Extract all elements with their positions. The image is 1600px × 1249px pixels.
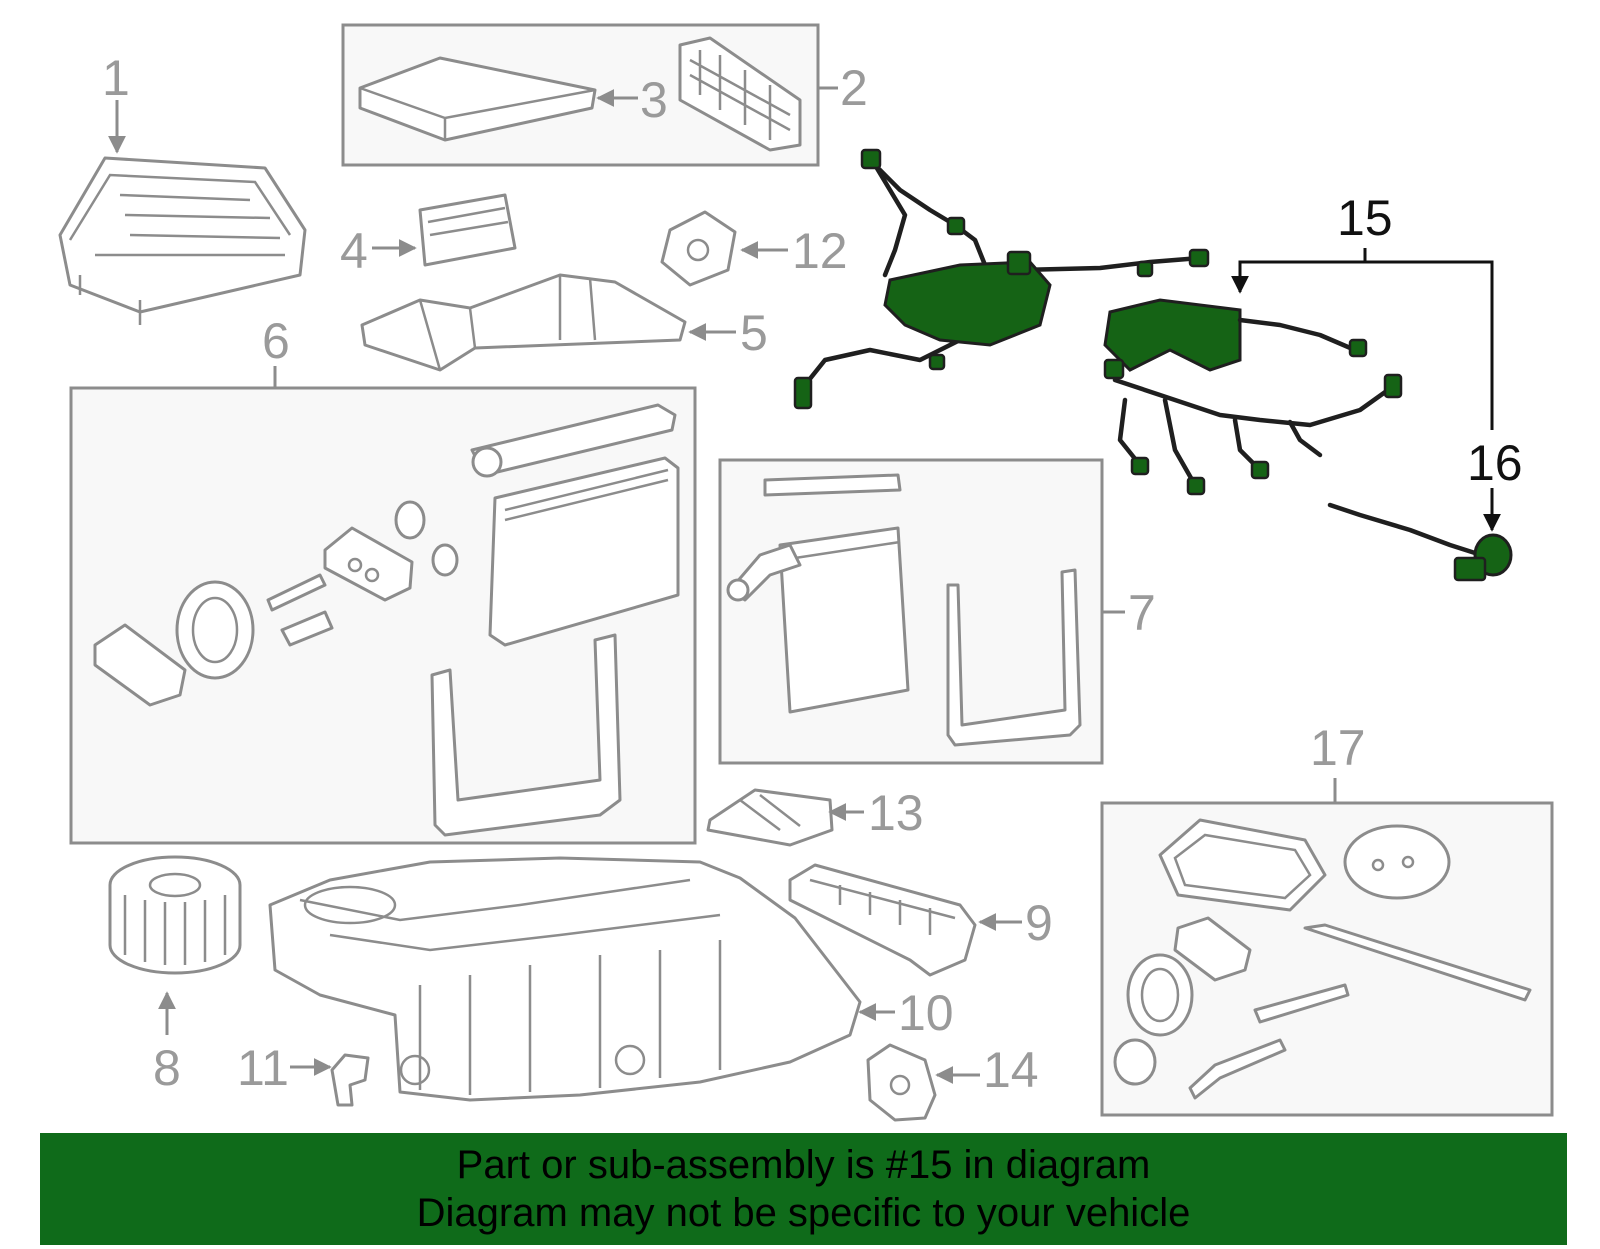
part-5-duct[interactable]	[360, 273, 687, 372]
part-6-gasket[interactable]	[430, 633, 622, 837]
callout-12: 12	[792, 223, 848, 279]
callout-1: 1	[102, 50, 130, 106]
callout-4: 4	[340, 223, 368, 279]
notice-banner: Part or sub-assembly is #15 in diagram D…	[40, 1133, 1567, 1245]
part-17-seal-kit[interactable]	[1113, 818, 1532, 1100]
part-10-hvac-case[interactable]	[268, 856, 862, 1102]
callout-5: 5	[740, 305, 768, 361]
part-6-seals[interactable]	[93, 500, 459, 707]
callout-9: 9	[1025, 895, 1053, 951]
part-14-actuator[interactable]	[866, 1043, 937, 1122]
banner-line-1: Part or sub-assembly is #15 in diagram	[456, 1143, 1151, 1187]
part-12-actuator[interactable]	[660, 210, 737, 287]
callout-16: 16	[1467, 435, 1523, 491]
part-15-wiring-harness[interactable]	[793, 148, 1403, 496]
banner-line-2: Diagram may not be specific to your vehi…	[416, 1191, 1191, 1235]
part-6-expansion-valve[interactable]	[323, 526, 414, 602]
callout-17: 17	[1310, 720, 1366, 776]
callout-8: 8	[153, 1040, 181, 1096]
leader-15	[1231, 248, 1367, 294]
part-1-blower-housing[interactable]	[58, 156, 307, 325]
part-7-heater-core[interactable]	[726, 473, 910, 714]
callout-14: 14	[983, 1042, 1039, 1098]
callout-2: 2	[840, 60, 868, 116]
part-11-drain-hose[interactable]	[330, 1053, 370, 1107]
part-16-sensor[interactable]	[1327, 502, 1513, 582]
part-2-filter-door[interactable]	[678, 36, 802, 152]
part-6-evaporator-core[interactable]	[488, 456, 680, 647]
callout-6: 6	[262, 313, 290, 369]
part-9-duct[interactable]	[788, 863, 977, 977]
part-13-module[interactable]	[706, 788, 834, 847]
part-3-cabin-filter[interactable]	[358, 56, 597, 142]
leader-15-b	[1365, 260, 1494, 430]
callout-13: 13	[868, 785, 924, 841]
callout-7: 7	[1128, 585, 1156, 641]
callout-15: 15	[1337, 190, 1393, 246]
part-6-evaporator-tube[interactable]	[470, 403, 677, 478]
callout-10: 10	[898, 985, 954, 1041]
callout-11: 11	[237, 1040, 289, 1096]
part-8-blower-motor[interactable]	[108, 855, 242, 975]
callout-3: 3	[640, 72, 668, 128]
part-4-control-module[interactable]	[418, 193, 517, 267]
part-7-gasket[interactable]	[946, 568, 1082, 747]
